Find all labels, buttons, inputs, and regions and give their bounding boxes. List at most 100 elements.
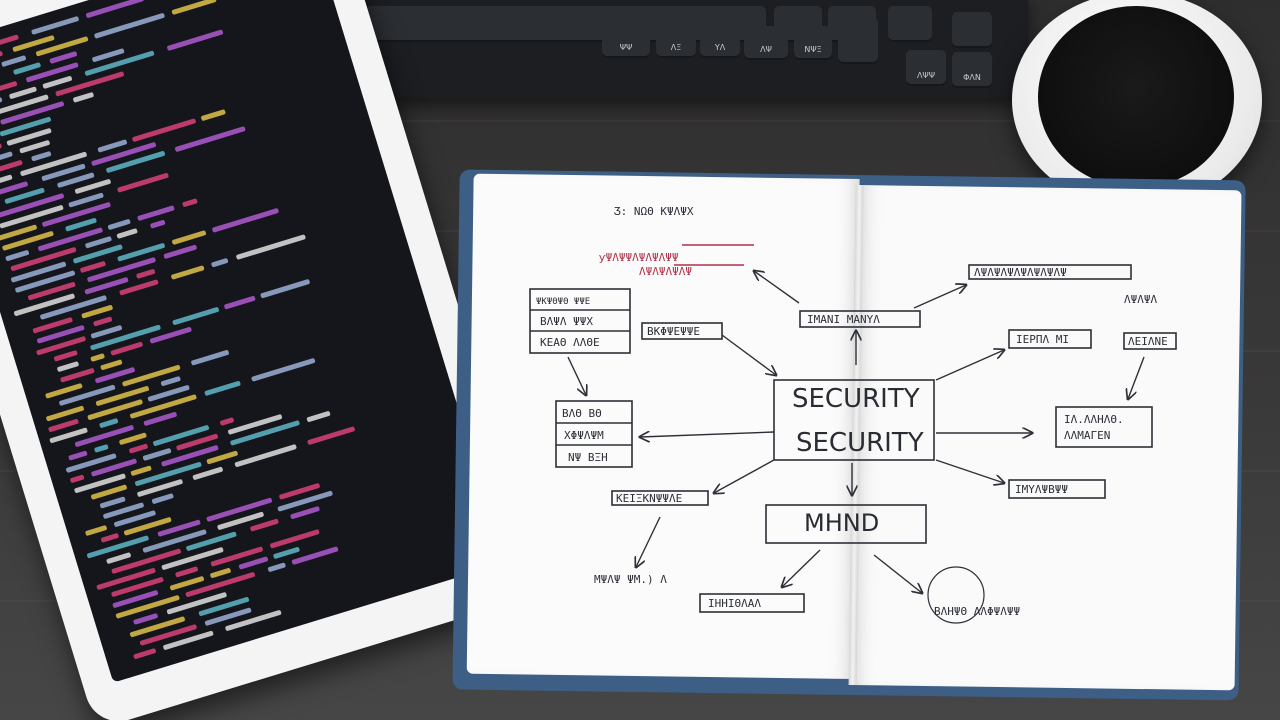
code-token — [192, 466, 224, 481]
code-token — [53, 349, 78, 362]
node-stack-box — [529, 288, 631, 354]
code-token — [234, 443, 297, 468]
connector-arrow — [567, 356, 586, 395]
connector-arrow — [636, 516, 661, 567]
keyboard-key — [838, 18, 878, 64]
scribble-text-red: ƴΨΛΨΨΛΨΛΨΛΨΨ — [599, 251, 678, 264]
code-token — [174, 126, 246, 153]
node-box — [1008, 479, 1106, 499]
connector-arrow — [721, 334, 776, 375]
node-bottom-mid: ΙΗΗΙΘΛΑΛ — [708, 597, 761, 610]
code-token — [235, 234, 307, 260]
code-token — [130, 465, 152, 477]
code-token — [39, 294, 108, 320]
node-bottom-left-scribble: ΜΨΛΨ ΨΜ.) Λ — [594, 573, 667, 586]
node-bottom-left: ΚΕΙΞΚΝΨΨΛΕ — [616, 492, 682, 505]
code-token — [181, 198, 198, 208]
code-token — [116, 172, 170, 193]
code-token — [206, 450, 239, 465]
connector-arrow — [935, 459, 1004, 483]
code-token — [72, 244, 123, 264]
code-token — [131, 118, 197, 143]
code-token — [269, 528, 320, 549]
code-token — [219, 417, 235, 426]
code-token — [128, 443, 149, 454]
keyboard-key: ΥΛ — [700, 18, 740, 58]
node-right-box-2: ΛΛΜΑΓΕΝ — [1064, 429, 1110, 442]
code-token — [100, 359, 123, 371]
security-center-box — [773, 379, 935, 461]
code-token — [172, 306, 220, 326]
code-token — [166, 29, 224, 52]
node-box — [1008, 329, 1092, 349]
connector-arrow — [935, 350, 1004, 381]
code-token — [8, 86, 38, 100]
code-token — [30, 150, 52, 162]
code-token — [0, 151, 13, 161]
node-right-mid: ΙΕΡΠΛ ΜΙ — [1016, 333, 1069, 346]
code-token — [151, 493, 174, 505]
code-token — [211, 207, 280, 233]
node-box — [1123, 332, 1177, 350]
code-token — [1, 55, 27, 68]
keyboard-key: ΛΨΨ — [906, 50, 946, 86]
code-token — [90, 353, 106, 362]
keyboard-key — [952, 12, 992, 48]
node-box — [799, 310, 921, 328]
code-token — [0, 80, 18, 92]
coffee-cup — [1012, 0, 1270, 212]
code-token — [272, 546, 301, 560]
code-token — [79, 260, 107, 274]
code-token — [306, 410, 331, 423]
coffee — [1038, 6, 1234, 188]
node-right-top: ΛΨΛΨΛΨΛΨΛΨΛΨΛΨ — [974, 266, 1067, 279]
connector-arrow — [754, 271, 800, 304]
code-token — [249, 518, 279, 532]
node-far-right-top: ΛΨΛΨΛ — [1124, 293, 1157, 306]
connector-arrow — [782, 549, 821, 587]
code-token — [171, 0, 217, 16]
code-token — [160, 375, 182, 387]
code-token — [137, 205, 175, 222]
code-token — [143, 411, 178, 427]
keyboard-key: ΛΞ — [656, 18, 696, 58]
connector-arrow — [1128, 356, 1145, 399]
node-right-box-1: ΙΛ.ΛΛΗΛΘ. — [1064, 413, 1124, 426]
code-token — [110, 341, 144, 356]
code-token — [267, 562, 287, 573]
center-title-1: SECURITY — [792, 384, 920, 414]
code-token — [5, 249, 30, 262]
code-token — [260, 278, 311, 299]
node-far-right: ΛΕΙΛΝΕ — [1128, 335, 1168, 348]
code-token — [100, 532, 120, 543]
code-token — [85, 0, 145, 19]
scribble-circle — [927, 566, 985, 624]
code-token — [170, 265, 205, 280]
stack-text: ΝΨ ΒΞΗ — [568, 451, 608, 464]
code-token — [0, 143, 3, 153]
code-token — [209, 567, 232, 579]
keyboard-key: ΝΨΞ — [794, 26, 832, 60]
scribble-text: Ʒ: ΝΩΘ ΚΨΛΨΧ — [614, 205, 694, 218]
code-token — [12, 62, 42, 76]
code-token — [116, 228, 138, 239]
code-token — [289, 505, 321, 520]
stack-text: ΧΦΨΛΨΜ — [564, 429, 604, 442]
code-token — [251, 357, 316, 382]
code-token — [171, 230, 207, 246]
code-token — [99, 496, 126, 509]
code-token — [117, 242, 166, 262]
stack-text: ΒΛΘ ΒΘ — [562, 407, 602, 420]
mind-box — [765, 504, 927, 544]
keyboard-key — [888, 6, 932, 42]
node-bottom-right-scribble: ΒΛΗΨΘ ΛΛΦΨΛΨΨ — [934, 605, 1020, 618]
code-token — [135, 268, 156, 279]
node-box — [968, 264, 1132, 280]
node-box — [641, 322, 723, 340]
code-token — [238, 556, 269, 570]
code-token — [105, 552, 132, 565]
code-token — [210, 257, 229, 268]
stack-text: ΨΚΨΘΨΘ ΨΨΕ — [536, 297, 590, 307]
node-box — [699, 593, 805, 613]
mind-label: MHND — [804, 509, 879, 537]
